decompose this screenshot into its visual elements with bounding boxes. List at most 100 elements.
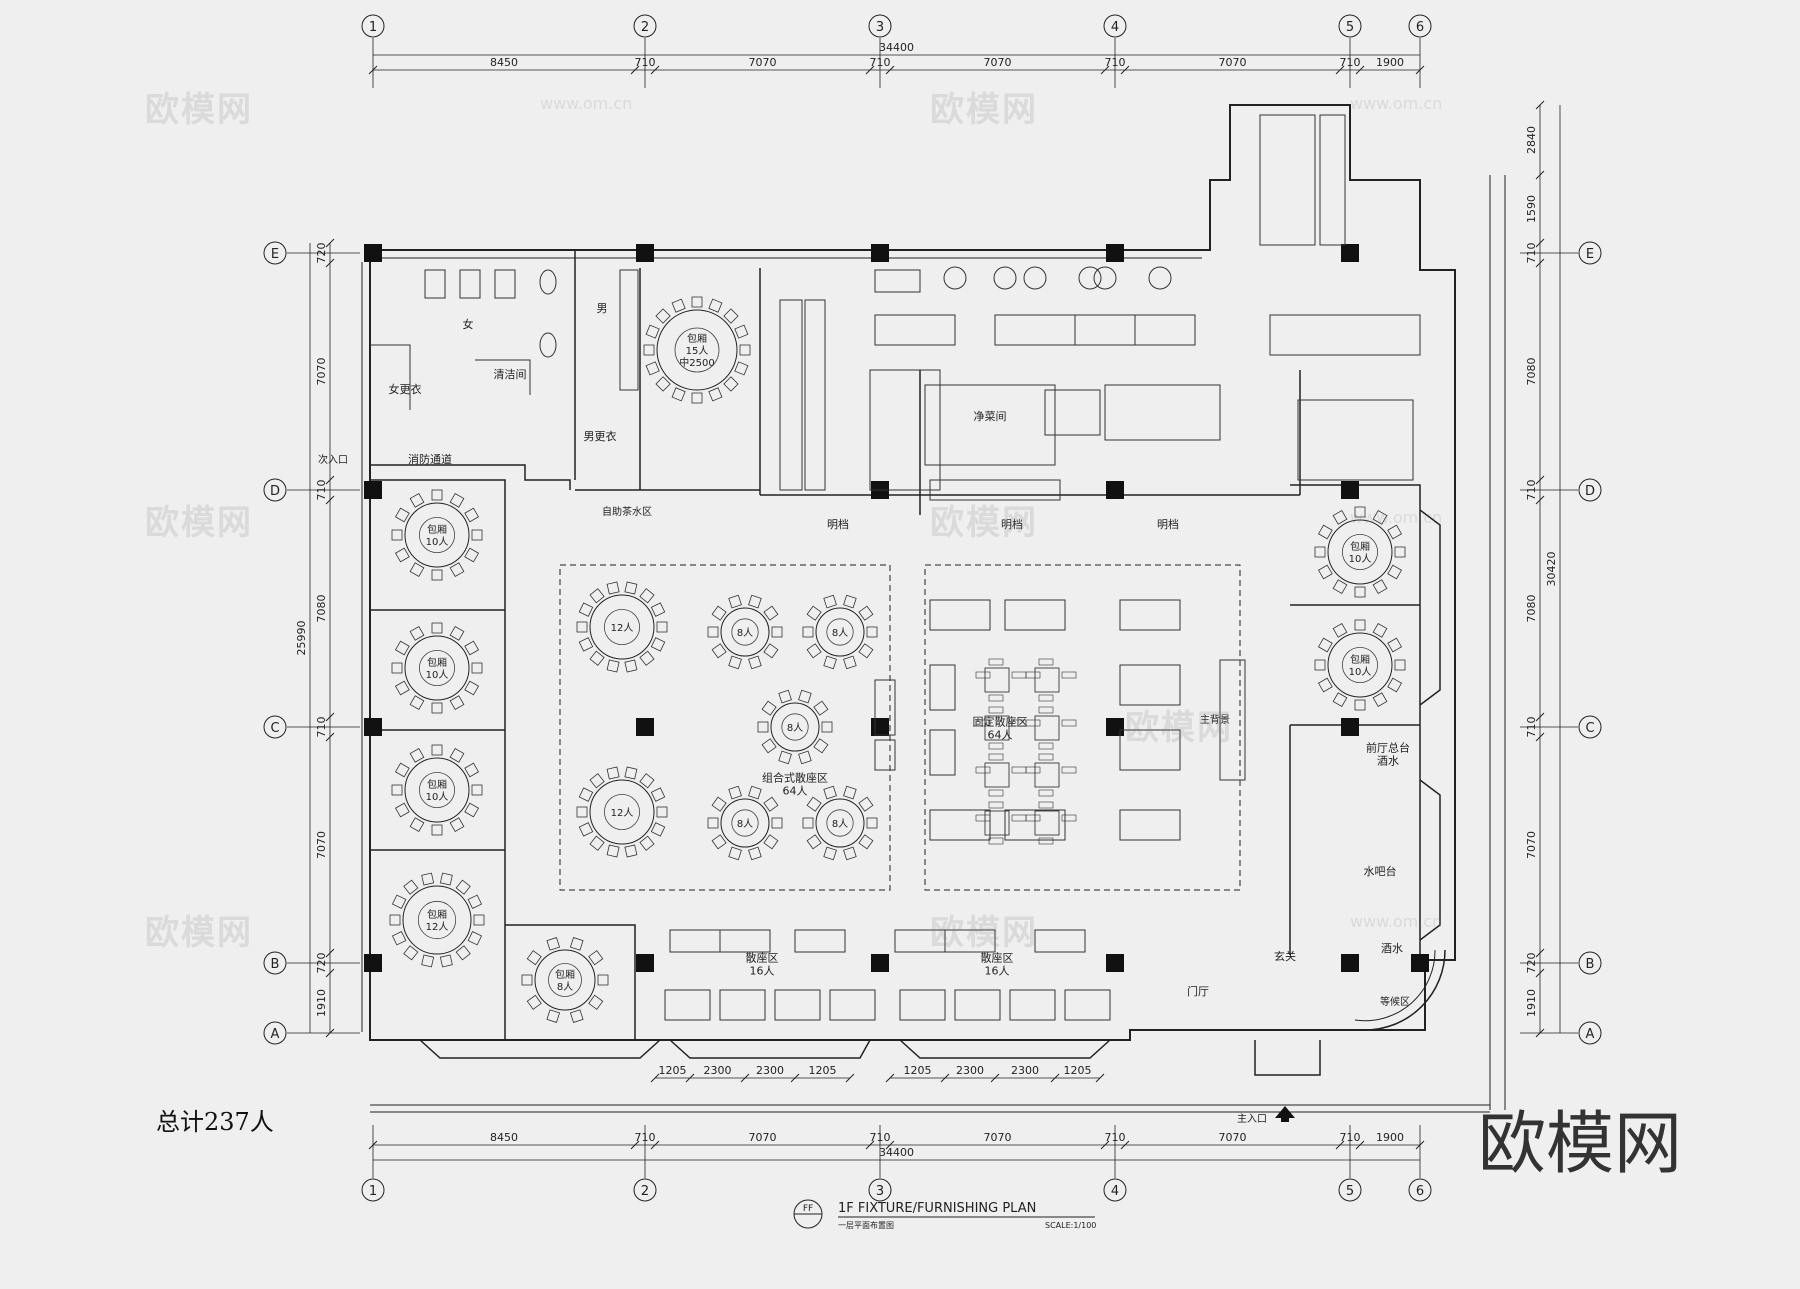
round-table: 12人 xyxy=(576,766,668,858)
dim-text: 720 xyxy=(315,243,328,264)
dim-text: 1900 xyxy=(1376,56,1404,69)
grid-label: E xyxy=(1586,247,1594,262)
dim-tick xyxy=(885,1073,895,1083)
chair xyxy=(1354,506,1366,518)
dim-tick xyxy=(1415,1140,1425,1150)
dim-text: 1900 xyxy=(1376,1131,1404,1144)
chair xyxy=(606,659,620,673)
grid-bubble xyxy=(263,1021,287,1045)
chair xyxy=(734,324,749,339)
grid-label: 4 xyxy=(1111,1184,1119,1199)
table-top xyxy=(815,798,865,848)
square-table xyxy=(975,801,1027,845)
grid-label: 1 xyxy=(369,1184,377,1199)
square-table xyxy=(975,753,1027,797)
chair xyxy=(1372,579,1388,595)
dim-tick xyxy=(1535,948,1545,958)
chair xyxy=(656,806,668,818)
table-label: 8人 xyxy=(787,722,803,734)
chair xyxy=(645,324,660,339)
dim-text: 1205 xyxy=(1064,1064,1092,1077)
dim-text: 7080 xyxy=(315,595,328,623)
dim-tick xyxy=(368,65,378,75)
chair xyxy=(639,773,655,789)
chair xyxy=(748,846,762,861)
chair xyxy=(1025,671,1041,679)
chair xyxy=(449,492,465,508)
chair xyxy=(394,680,410,696)
lazy-susan xyxy=(826,809,854,837)
dim-text: 1205 xyxy=(659,1064,687,1077)
table-label: 10人 xyxy=(426,536,449,548)
grid-label: 2 xyxy=(641,1184,649,1199)
chair xyxy=(728,785,742,800)
table-top xyxy=(720,607,770,657)
chair xyxy=(843,846,857,861)
table-label: 15人 xyxy=(686,345,709,357)
chair xyxy=(464,507,480,523)
chair xyxy=(866,817,878,829)
title-scale: SCALE:1/100 xyxy=(1045,1221,1096,1230)
chair xyxy=(624,766,638,780)
chair xyxy=(1314,659,1326,671)
brand-logo-text: 欧模网 xyxy=(1478,1105,1683,1184)
grid-bubble xyxy=(1578,1021,1602,1045)
chair xyxy=(1394,659,1406,671)
grid-bubble xyxy=(361,1178,385,1202)
chair xyxy=(1317,524,1333,540)
dim-text: 710 xyxy=(315,480,328,501)
chair xyxy=(421,954,435,968)
chair xyxy=(711,643,727,659)
chair xyxy=(988,706,1004,714)
table-label: 10人 xyxy=(426,669,449,681)
table-label: 8人 xyxy=(832,818,848,830)
room-label: 消防通道 xyxy=(408,452,452,466)
lazy-susan xyxy=(781,713,809,741)
booth-seating xyxy=(664,599,1246,1021)
chair xyxy=(975,719,991,727)
chair xyxy=(431,824,443,836)
room-label: 16人 xyxy=(985,965,1010,978)
square-table xyxy=(1025,706,1077,750)
chair xyxy=(650,822,666,837)
dim-tick xyxy=(325,948,335,958)
chair xyxy=(589,773,605,789)
dim-text: 7070 xyxy=(984,56,1012,69)
chair xyxy=(546,937,561,951)
chair xyxy=(409,562,425,578)
walls xyxy=(361,104,1506,1113)
room-label: 次入口 xyxy=(318,453,348,466)
booth-seat xyxy=(899,989,946,1021)
dim-tick xyxy=(1535,238,1545,248)
chair xyxy=(655,308,671,324)
booth-seat xyxy=(1219,659,1246,781)
grid-bubble xyxy=(263,951,287,975)
watermark-url: www.om.cn xyxy=(1350,508,1443,527)
column xyxy=(1106,481,1124,499)
dim-text: 1910 xyxy=(315,989,328,1017)
chair xyxy=(403,879,419,895)
lazy-susan xyxy=(417,900,457,940)
column xyxy=(871,244,889,262)
dim-tick xyxy=(325,732,335,742)
chair xyxy=(1332,622,1348,638)
chair xyxy=(813,738,829,754)
dim-text: 2300 xyxy=(1011,1064,1039,1077)
booth-seat xyxy=(829,989,876,1021)
chair xyxy=(409,747,425,763)
watermark: 欧模网 xyxy=(930,913,1038,953)
table-top xyxy=(770,702,820,752)
column xyxy=(364,954,382,972)
booth-seat xyxy=(944,929,996,953)
table-top xyxy=(984,715,1010,741)
chair xyxy=(1387,677,1403,693)
chair xyxy=(728,846,742,861)
dim-text: 1205 xyxy=(904,1064,932,1077)
dim-text: 710 xyxy=(1105,56,1126,69)
chair xyxy=(1314,546,1326,558)
grid-bubble xyxy=(1578,715,1602,739)
toilet-fixtures xyxy=(370,269,639,410)
dim-text: 710 xyxy=(1525,243,1538,264)
table-top xyxy=(984,762,1010,788)
